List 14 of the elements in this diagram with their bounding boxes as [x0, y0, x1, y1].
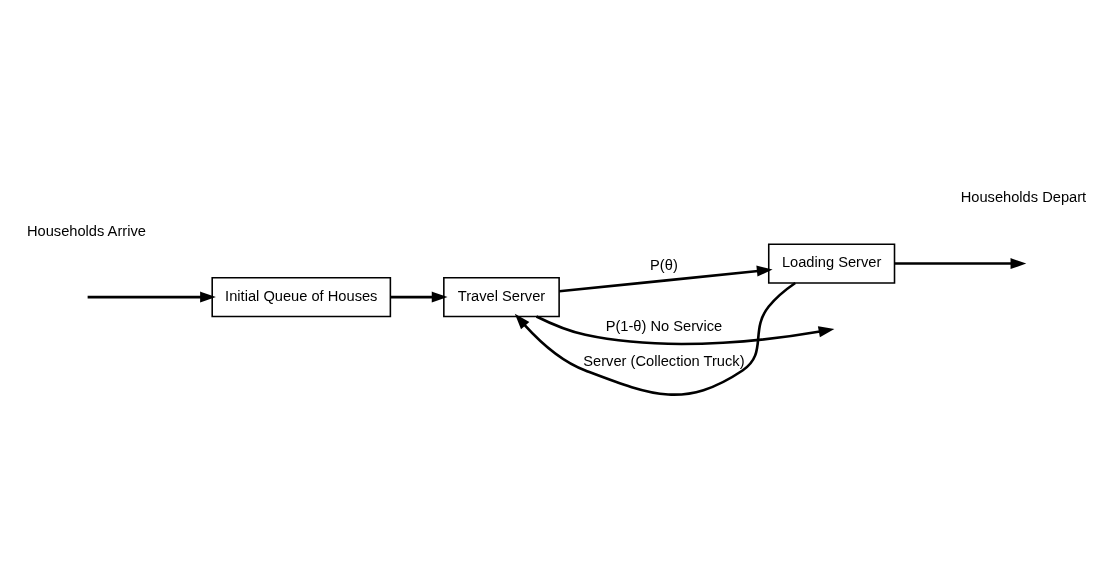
edge-label: P(1-θ) No Service	[605, 317, 723, 334]
edge-label: P(θ)	[650, 257, 678, 274]
arrow	[390, 291, 448, 303]
node-box: Travel Server	[443, 276, 560, 318]
label: Households Arrive	[26, 223, 146, 239]
label: Households Depart	[960, 189, 1087, 206]
edge-label: Server (Collection Truck)	[583, 353, 745, 370]
arrow	[87, 291, 216, 303]
arrow	[514, 281, 796, 396]
arrow	[894, 258, 1027, 270]
node-box: Loading Server	[767, 243, 896, 284]
node-box: Initial Queue of Houses	[211, 276, 392, 318]
arrow	[535, 315, 835, 346]
arrow	[559, 265, 773, 293]
